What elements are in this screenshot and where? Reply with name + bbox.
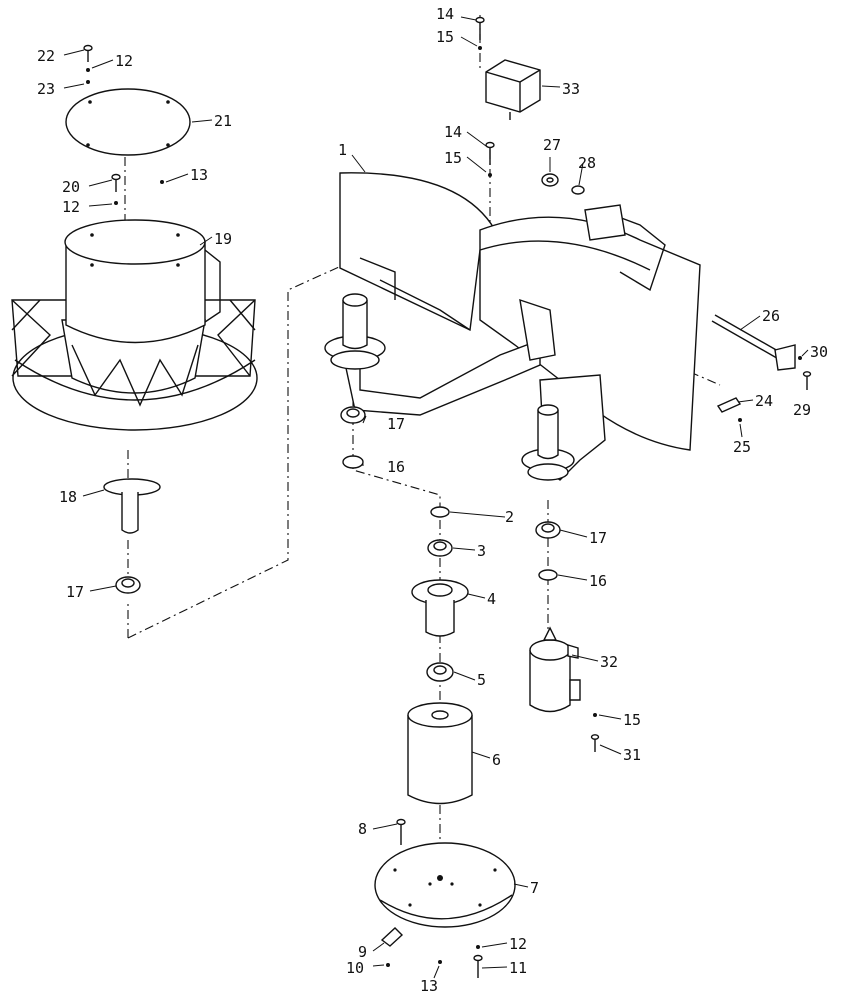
part-16-washer-upper xyxy=(342,455,364,469)
callout-12-top: 12 xyxy=(115,52,133,70)
callout-12-bottom: 12 xyxy=(509,935,527,953)
part-26-rod xyxy=(711,314,796,371)
part-8-screw xyxy=(396,818,406,845)
callout-22: 22 xyxy=(37,47,55,65)
callout-19: 19 xyxy=(214,230,232,248)
part-11-bolt xyxy=(473,954,483,978)
callout-4: 4 xyxy=(487,590,496,608)
part-2-washer xyxy=(430,506,450,518)
part-33-switch-box xyxy=(485,59,541,120)
part-23-nut xyxy=(86,80,90,84)
callout-17-upper: 17 xyxy=(387,415,405,433)
callout-33: 33 xyxy=(562,80,580,98)
callout-6: 6 xyxy=(492,751,501,769)
part-7-spinner-disc xyxy=(374,842,516,928)
callout-18: 18 xyxy=(59,488,77,506)
part-3-bearing xyxy=(427,539,453,557)
callout-17-left: 17 xyxy=(66,583,84,601)
part-17-bearing-left xyxy=(115,576,141,594)
part-5-bearing xyxy=(426,662,454,682)
callout-21: 21 xyxy=(214,112,232,130)
part-18-shaft xyxy=(103,478,161,534)
part-4-flanged-hub xyxy=(411,579,469,637)
part-13-nut-bottom xyxy=(438,960,442,964)
part-6-motor-body xyxy=(407,702,473,805)
part-15-washer-actuator xyxy=(593,713,597,717)
part-21-lid-disc xyxy=(65,88,191,156)
part-9-vane xyxy=(380,927,404,947)
part-24-pin xyxy=(716,397,742,413)
callout-12-hopper: 12 xyxy=(62,198,80,216)
callout-26: 26 xyxy=(762,307,780,325)
part-12-washer-bottom xyxy=(476,945,480,949)
part-28-washer xyxy=(571,185,585,195)
part-15-washer-top xyxy=(478,46,482,50)
callout-30: 30 xyxy=(810,343,828,361)
callout-14-mid: 14 xyxy=(444,123,462,141)
callout-17-right: 17 xyxy=(589,529,607,547)
part-12-washer-top xyxy=(86,68,90,72)
part-19-hopper xyxy=(11,219,258,431)
callout-13-bottom: 13 xyxy=(420,977,438,995)
callout-2: 2 xyxy=(505,508,514,526)
part-31-screw xyxy=(590,734,600,752)
callout-27: 27 xyxy=(543,136,561,154)
part-17-bearing-upper xyxy=(340,406,366,424)
callout-3: 3 xyxy=(477,542,486,560)
part-15-washer-mid xyxy=(488,173,492,177)
callout-24: 24 xyxy=(755,392,773,410)
callout-16-right: 16 xyxy=(589,572,607,590)
callout-14-top: 14 xyxy=(436,5,454,23)
callout-29: 29 xyxy=(793,401,811,419)
callout-15-top: 15 xyxy=(436,28,454,46)
part-22-screw xyxy=(83,44,93,62)
part-27-nut xyxy=(541,173,559,187)
part-20-screw xyxy=(111,173,121,192)
callout-15-actuator: 15 xyxy=(623,711,641,729)
part-14-screw-top xyxy=(475,16,485,40)
callout-32: 32 xyxy=(600,653,618,671)
part-17-bearing-right xyxy=(535,521,561,539)
callout-16-upper: 16 xyxy=(387,458,405,476)
callout-1: 1 xyxy=(338,141,347,159)
callout-7: 7 xyxy=(530,879,539,897)
callout-20: 20 xyxy=(62,178,80,196)
part-12-washer-hopper xyxy=(114,201,118,205)
leader-lines xyxy=(63,16,809,979)
callout-23: 23 xyxy=(37,80,55,98)
part-1-main-frame xyxy=(339,172,701,481)
part-29-screw xyxy=(802,371,812,390)
callout-31: 31 xyxy=(623,746,641,764)
part-14-screw-mid xyxy=(485,141,495,165)
mount-post-right xyxy=(521,404,575,481)
callout-28: 28 xyxy=(578,154,596,172)
part-16-washer-right xyxy=(538,569,558,581)
callout-25: 25 xyxy=(733,438,751,456)
callout-labels: 1 2 3 4 5 6 7 8 9 10 11 12 12 12 13 13 1… xyxy=(37,5,828,995)
callout-5: 5 xyxy=(477,671,486,689)
callout-8: 8 xyxy=(358,820,367,838)
part-25-fastener xyxy=(738,418,742,422)
part-32-actuator xyxy=(529,626,581,713)
part-13-nut-hopper xyxy=(160,180,164,184)
callout-9: 9 xyxy=(358,943,367,961)
mount-post-left xyxy=(324,293,386,370)
part-10-fastener xyxy=(386,963,390,967)
callout-10: 10 xyxy=(346,959,364,977)
callout-11: 11 xyxy=(509,959,527,977)
part-30-washer xyxy=(798,356,802,360)
callout-15-mid: 15 xyxy=(444,149,462,167)
callout-13-hopper: 13 xyxy=(190,166,208,184)
